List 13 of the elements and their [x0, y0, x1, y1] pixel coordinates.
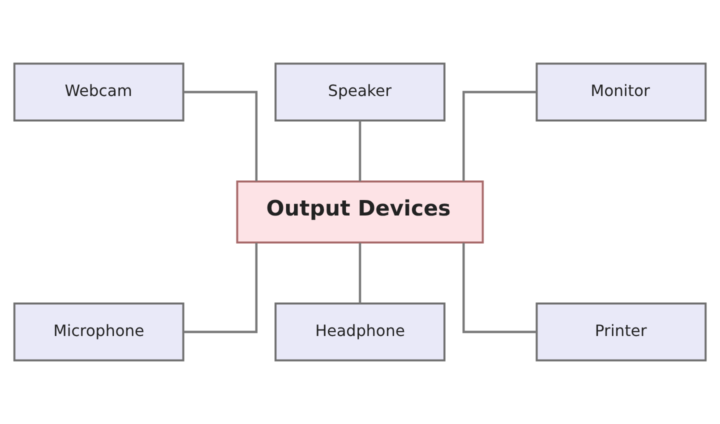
node-box: Monitor: [536, 62, 707, 122]
node-box: Printer: [536, 302, 707, 362]
connector: [462, 90, 536, 182]
node-box: Output Devices: [236, 180, 484, 244]
connector: [462, 242, 536, 334]
connector: [358, 120, 362, 182]
connector: [358, 242, 362, 304]
node-box: Speaker: [274, 62, 446, 122]
connector: [184, 242, 258, 334]
node-box: Webcam: [13, 62, 184, 122]
node-box: Microphone: [13, 302, 184, 362]
connector: [184, 90, 258, 182]
node-box: Headphone: [274, 302, 446, 362]
